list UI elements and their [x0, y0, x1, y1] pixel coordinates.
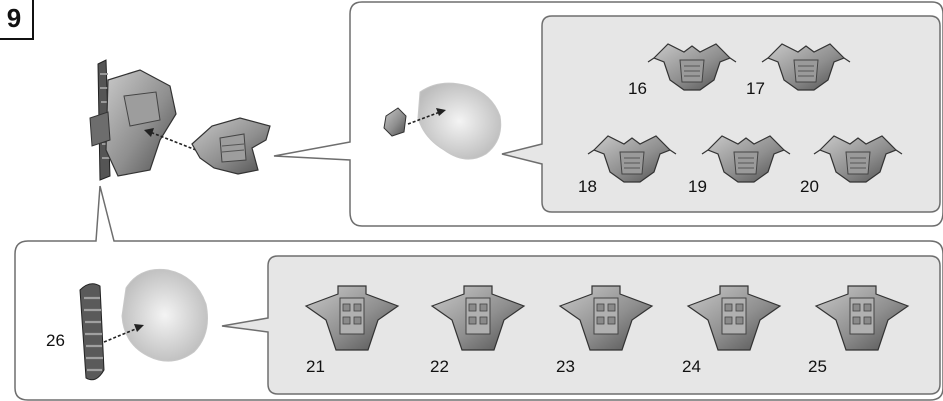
variant-label-20: 20 [800, 177, 819, 196]
spine-part-26 [79, 283, 105, 381]
part-label-26: 26 [46, 331, 65, 350]
main-arrow [144, 128, 197, 151]
variant-label-17: 17 [746, 79, 765, 98]
attaching-shoulder-part [191, 117, 271, 175]
top-variants-panel [501, 15, 941, 213]
step-number: 9 [0, 0, 34, 40]
top-small-part [383, 107, 407, 137]
variant-label-21: 21 [306, 357, 325, 376]
bottom-ghost-part [121, 268, 208, 362]
variant-label-25: 25 [808, 357, 827, 376]
variant-label-23: 23 [556, 357, 575, 376]
variant-label-24: 24 [682, 357, 701, 376]
variant-label-16: 16 [628, 79, 647, 98]
main-assembly [89, 59, 177, 181]
top-arrow [407, 108, 446, 125]
bottom-arrow [103, 324, 144, 343]
variant-label-22: 22 [430, 357, 449, 376]
variant-label-19: 19 [688, 177, 707, 196]
variant-label-18: 18 [578, 177, 597, 196]
bottom-variants-panel [221, 255, 941, 395]
top-ghost-part [417, 82, 502, 160]
